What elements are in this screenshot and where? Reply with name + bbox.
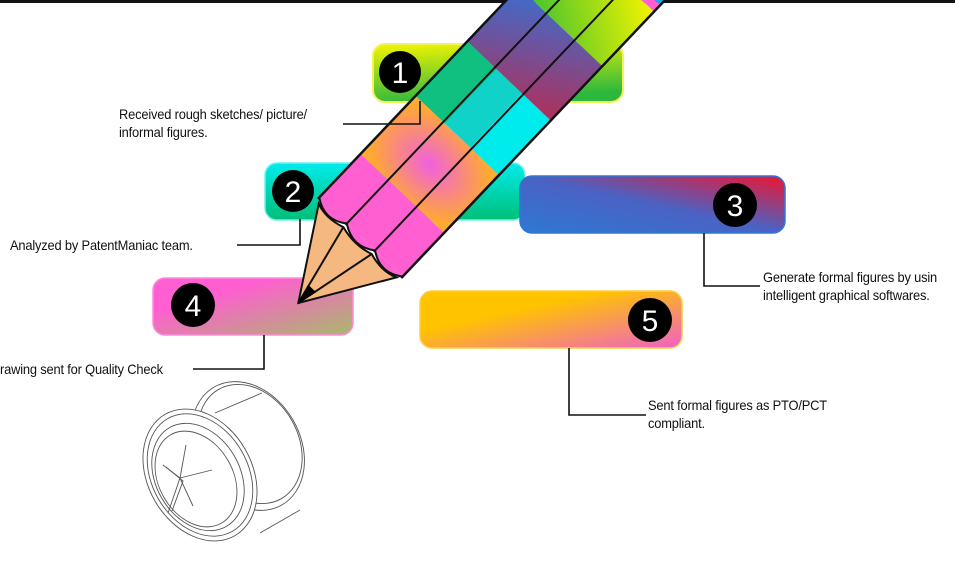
step-2-leader-line xyxy=(237,219,301,246)
step-3-leader-line xyxy=(703,233,760,287)
step-3-label: Generate formal figures by usin intellig… xyxy=(763,268,937,304)
step-4-number-badge: 4 xyxy=(171,283,215,327)
top-border xyxy=(0,0,955,3)
step-5-label-line-2: compliant. xyxy=(648,415,705,431)
step-5-bar xyxy=(419,290,683,349)
pencil-lead xyxy=(298,284,317,303)
svg-text:3: 3 xyxy=(727,190,744,223)
sample-patent-drawing-icon xyxy=(142,381,305,542)
step-5-number-badge: 5 xyxy=(628,298,672,342)
step-1-number-badge: 1 xyxy=(379,51,421,93)
step-2-number-badge: 2 xyxy=(272,170,314,212)
step-1-label-line-1: Received rough sketches/ picture/ xyxy=(119,106,307,122)
step-4-leader-line xyxy=(193,335,265,370)
svg-text:2: 2 xyxy=(285,176,302,209)
pencil-wood xyxy=(297,200,400,305)
step-2-label-line-1: Analyzed by PatentManiac team. xyxy=(10,237,193,253)
step-5-leader-line xyxy=(568,348,646,416)
step-1-label: Received rough sketches/ picture/ inform… xyxy=(119,105,307,141)
step-3-label-line-1: Generate formal figures by usin xyxy=(763,269,937,285)
step-2-label: Analyzed by PatentManiac team. xyxy=(10,236,193,254)
step-4-label: rawing sent for Quality Check xyxy=(0,360,163,378)
step-3-label-line-2: intelligent graphical softwares. xyxy=(763,287,930,303)
svg-text:4: 4 xyxy=(185,290,202,323)
svg-text:1: 1 xyxy=(392,57,409,90)
svg-text:5: 5 xyxy=(642,305,659,338)
step-4-label-line-1: rawing sent for Quality Check xyxy=(0,361,163,377)
step-5-label: Sent formal figures as PTO/PCT compliant… xyxy=(648,396,827,432)
step-1-leader-line xyxy=(343,101,421,125)
pencil xyxy=(297,0,668,305)
step-1-label-line-2: informal figures. xyxy=(119,124,208,140)
step-3-number-badge: 3 xyxy=(713,183,757,227)
step-5-label-line-1: Sent formal figures as PTO/PCT xyxy=(648,397,827,413)
